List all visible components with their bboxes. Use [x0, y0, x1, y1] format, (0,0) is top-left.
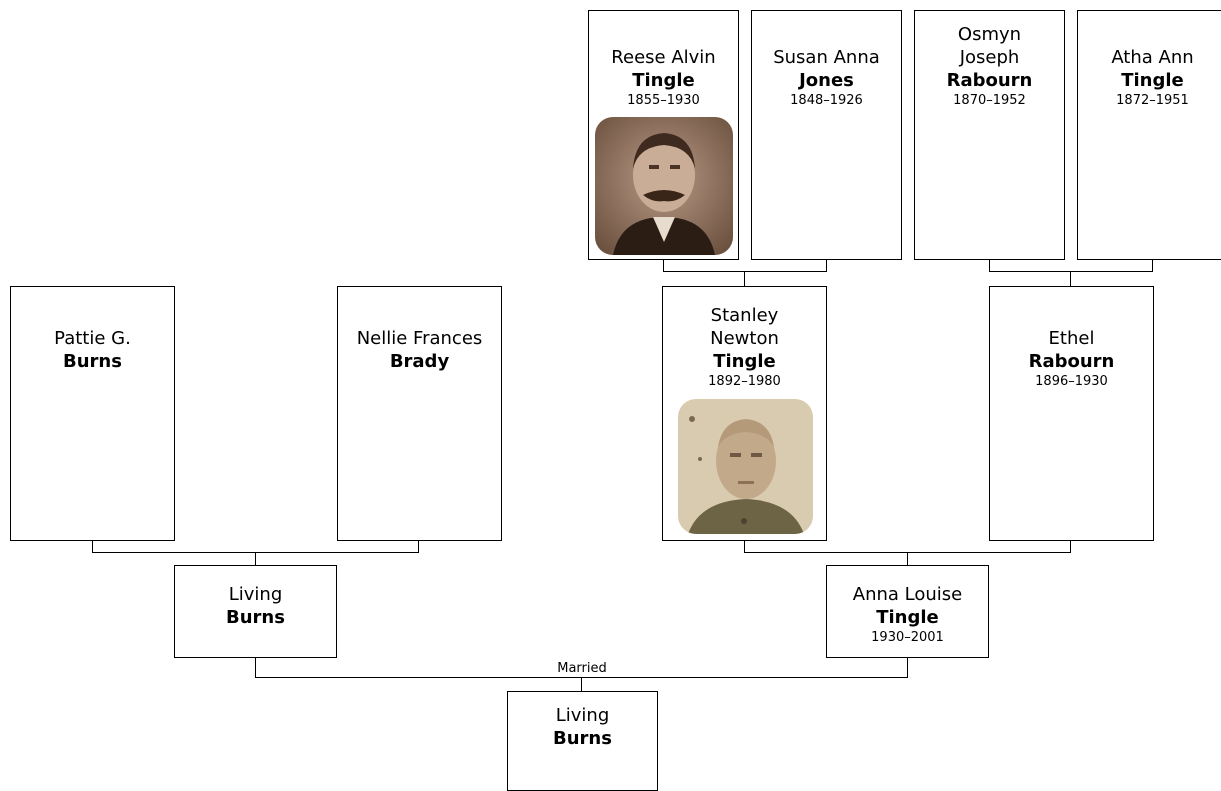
connector-line: [92, 540, 93, 553]
given-name: Nellie Frances: [356, 328, 483, 349]
connector-line: [663, 259, 664, 272]
connector-line: [663, 271, 827, 272]
given-name: Reese Alvin: [611, 47, 716, 68]
given-name: Atha Ann: [1111, 47, 1194, 68]
connector-line: [826, 259, 827, 272]
connector-line: [744, 540, 745, 553]
married-label: Married: [557, 661, 607, 676]
portrait-photo: [678, 399, 813, 534]
surname: Jones: [799, 70, 854, 91]
connector-line: [989, 271, 1153, 272]
connector-line: [989, 259, 990, 272]
life-dates: 1870–1952: [953, 93, 1026, 108]
life-dates: 1855–1930: [627, 93, 700, 108]
given-name: Stanley Newton: [710, 305, 779, 349]
surname: Rabourn: [1028, 351, 1115, 372]
portrait-photo: [595, 117, 733, 255]
given-name: Living: [228, 584, 283, 605]
connector-line: [255, 657, 256, 678]
connector-line: [907, 552, 908, 566]
connector-line: [907, 657, 908, 678]
surname: Tingle: [876, 607, 939, 628]
life-dates: 1892–1980: [708, 374, 781, 389]
connector-line: [581, 677, 582, 692]
person-card-living-burns-parent[interactable]: Living Burns: [174, 565, 337, 658]
surname: Tingle: [632, 70, 695, 91]
given-name: Ethel: [1048, 328, 1095, 349]
connector-line: [418, 540, 419, 553]
person-card-reese-alvin-tingle[interactable]: Reese Alvin Tingle 1855–1930: [588, 10, 739, 260]
person-card-ethel-rabourn[interactable]: Ethel Rabourn 1896–1930: [989, 286, 1154, 541]
connector-line: [1070, 271, 1071, 287]
person-card-stanley-newton-tingle[interactable]: Stanley Newton Tingle 1892–1980: [662, 286, 827, 541]
person-card-atha-ann-tingle[interactable]: Atha Ann Tingle 1872–1951: [1077, 10, 1221, 260]
surname: Rabourn: [946, 70, 1033, 91]
person-card-anna-louise-tingle[interactable]: Anna Louise Tingle 1930–2001: [826, 565, 989, 658]
given-name: Osmyn Joseph: [957, 24, 1022, 68]
given-name: Anna Louise: [852, 584, 963, 605]
surname: Burns: [63, 351, 122, 372]
person-card-pattie-g-burns[interactable]: Pattie G. Burns: [10, 286, 175, 541]
person-card-living-burns-root[interactable]: Living Burns: [507, 691, 658, 791]
connector-line: [1152, 259, 1153, 272]
surname: Burns: [553, 728, 612, 749]
given-name: Living: [555, 705, 610, 726]
surname: Tingle: [1121, 70, 1184, 91]
life-dates: 1930–2001: [871, 630, 944, 645]
life-dates: 1848–1926: [790, 93, 863, 108]
surname: Tingle: [713, 351, 776, 372]
person-card-susan-anna-jones[interactable]: Susan Anna Jones 1848–1926: [751, 10, 902, 260]
connector-line: [744, 271, 745, 287]
surname: Brady: [389, 351, 450, 372]
surname: Burns: [226, 607, 285, 628]
life-dates: 1872–1951: [1116, 93, 1189, 108]
given-name: Susan Anna: [773, 47, 880, 68]
life-dates: 1896–1930: [1035, 374, 1108, 389]
person-card-nellie-frances-brady[interactable]: Nellie Frances Brady: [337, 286, 502, 541]
person-card-osmyn-joseph-rabourn[interactable]: Osmyn Joseph Rabourn 1870–1952: [914, 10, 1065, 260]
given-name: Pattie G.: [54, 328, 131, 349]
connector-line: [1070, 540, 1071, 553]
connector-line: [255, 552, 256, 566]
